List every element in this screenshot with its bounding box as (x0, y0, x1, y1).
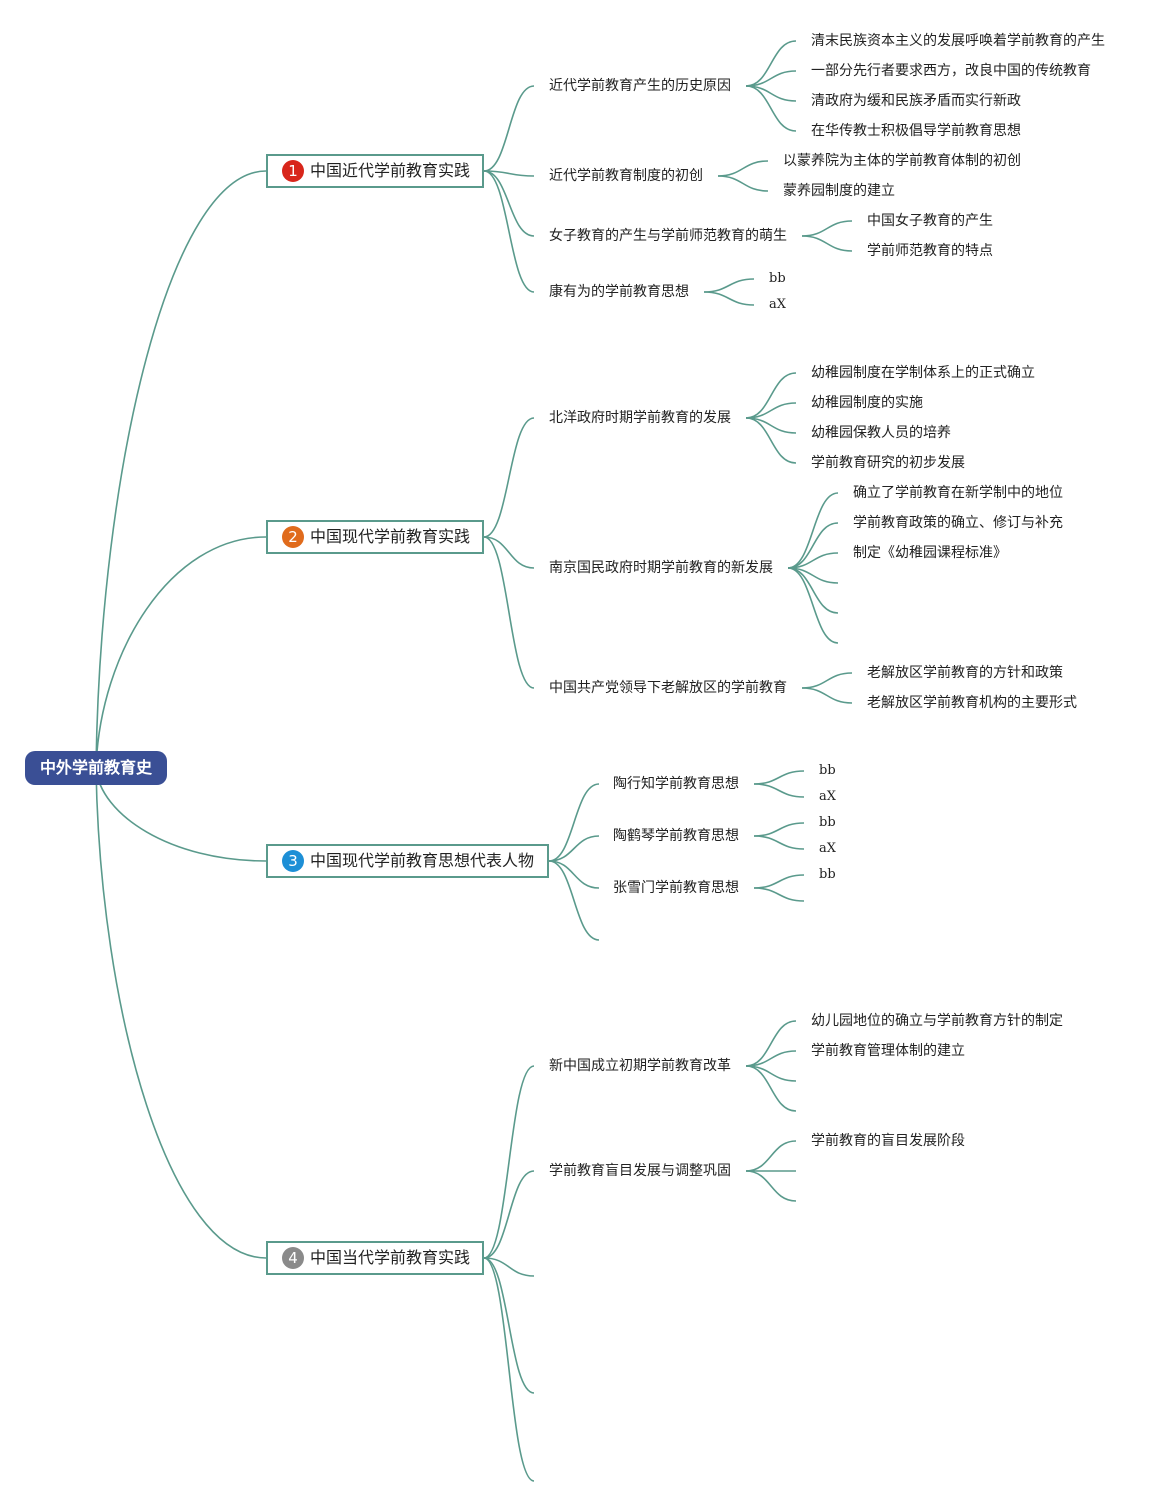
leaf-3-2-2[interactable]: aX (819, 841, 837, 856)
branch-3-topic[interactable]: 3 中国现代学前教育思想代表人物 (266, 844, 549, 878)
link-b1s3-2 (801, 235, 853, 252)
leaf-2-2-2[interactable]: 学前教育政策的确立、修订与补充 (853, 515, 1063, 531)
link-b1-3 (483, 170, 535, 237)
link-b4-5 (483, 1257, 535, 1482)
link-b3-4 (548, 860, 600, 941)
subtopic-2-1[interactable]: 北洋政府时期学前教育的发展 (549, 410, 731, 426)
subtopic-3-2[interactable]: 陶鹤琴学前教育思想 (613, 828, 739, 844)
leaf-4-1-2[interactable]: 学前教育管理体制的建立 (811, 1043, 965, 1059)
branch-1-topic[interactable]: 1 中国近代学前教育实践 (266, 154, 484, 188)
branch-4-topic[interactable]: 4 中国当代学前教育实践 (266, 1241, 484, 1275)
link-b4-4 (483, 1257, 535, 1394)
link-b3s2-1 (753, 822, 805, 837)
link-b1-1 (483, 85, 535, 172)
link-b2-1 (483, 417, 535, 538)
link-b2s1-1 (745, 372, 797, 419)
link-b4s2-3 (745, 1170, 797, 1202)
link-b1-2 (483, 170, 535, 177)
leaf-1-1-4[interactable]: 在华传教士积极倡导学前教育思想 (811, 123, 1021, 139)
leaf-4-1-1[interactable]: 幼儿园地位的确立与学前教育方针的制定 (811, 1013, 1063, 1029)
link-b1s1-1 (745, 40, 797, 87)
subtopic-1-2[interactable]: 近代学前教育制度的初创 (549, 168, 703, 184)
link-b2s2-1 (787, 492, 839, 569)
leaf-1-1-1[interactable]: 清末民族资本主义的发展呼唤着学前教育的产生 (811, 33, 1105, 49)
link-b3-2 (548, 835, 600, 862)
link-root-b3 (95, 767, 267, 862)
leaf-1-4-1[interactable]: bb (769, 271, 786, 286)
subtopic-3-1[interactable]: 陶行知学前教育思想 (613, 776, 739, 792)
root-topic[interactable]: 中外学前教育史 (25, 751, 167, 785)
number-1-icon: 1 (282, 160, 304, 182)
link-b2-3 (483, 536, 535, 689)
link-b4s2-1 (745, 1140, 797, 1172)
link-b1s2-2 (717, 175, 769, 192)
branch-1-label: 中国近代学前教育实践 (310, 161, 471, 180)
link-root-b2 (95, 536, 267, 769)
leaf-3-1-1[interactable]: bb (819, 763, 836, 778)
leaf-2-1-1[interactable]: 幼稚园制度在学制体系上的正式确立 (811, 365, 1035, 381)
link-b4-2 (483, 1170, 535, 1259)
number-2-icon: 2 (282, 526, 304, 548)
branch-3-label: 中国现代学前教育思想代表人物 (310, 851, 535, 870)
link-b1-4 (483, 170, 535, 293)
link-b1s1-4 (745, 85, 797, 132)
leaf-1-3-2[interactable]: 学前师范教育的特点 (867, 243, 993, 259)
subtopic-3-3[interactable]: 张雪门学前教育思想 (613, 880, 739, 896)
branch-4-label: 中国当代学前教育实践 (310, 1248, 471, 1267)
link-b3s1-2 (753, 783, 805, 798)
link-b3-3 (548, 860, 600, 889)
leaf-2-3-1[interactable]: 老解放区学前教育的方针和政策 (867, 665, 1063, 681)
leaf-3-3-1[interactable]: bb (819, 867, 836, 882)
number-4-icon: 4 (282, 1247, 304, 1269)
link-b3s2-2 (753, 835, 805, 850)
leaf-1-2-1[interactable]: 以蒙养院为主体的学前教育体制的初创 (783, 153, 1021, 169)
link-b4s1-4 (745, 1065, 797, 1112)
leaf-3-1-2[interactable]: aX (819, 789, 837, 804)
link-b3-1 (548, 783, 600, 862)
link-b2s2-2 (787, 522, 839, 569)
leaf-1-1-2[interactable]: 一部分先行者要求西方，改良中国的传统教育 (811, 63, 1091, 79)
leaf-1-4-2[interactable]: aX (769, 297, 787, 312)
link-b4-3 (483, 1257, 535, 1277)
number-3-icon: 3 (282, 850, 304, 872)
leaf-1-2-2[interactable]: 蒙养园制度的建立 (783, 183, 895, 199)
leaf-1-3-1[interactable]: 中国女子教育的产生 (867, 213, 993, 229)
branch-2-label: 中国现代学前教育实践 (310, 527, 471, 546)
subtopic-1-3[interactable]: 女子教育的产生与学前师范教育的萌生 (549, 228, 787, 244)
leaf-2-2-3[interactable]: 制定《幼稚园课程标准》 (853, 545, 1007, 561)
link-b3s3-2 (753, 887, 805, 902)
leaf-2-2-1[interactable]: 确立了学前教育在新学制中的地位 (853, 485, 1063, 501)
subtopic-2-2[interactable]: 南京国民政府时期学前教育的新发展 (549, 560, 773, 576)
link-b4-1 (483, 1065, 535, 1259)
link-b2s2-6 (787, 567, 839, 644)
link-root-b4 (95, 767, 267, 1259)
leaf-1-1-3[interactable]: 清政府为缓和民族矛盾而实行新政 (811, 93, 1021, 109)
leaf-3-2-1[interactable]: bb (819, 815, 836, 830)
link-b1s3-1 (801, 220, 853, 237)
link-b1s4-2 (703, 291, 755, 306)
subtopic-4-1[interactable]: 新中国成立初期学前教育改革 (549, 1058, 731, 1074)
leaf-2-1-4[interactable]: 学前教育研究的初步发展 (811, 455, 965, 471)
leaf-2-3-2[interactable]: 老解放区学前教育机构的主要形式 (867, 695, 1077, 711)
link-b1s2-1 (717, 160, 769, 177)
link-b4s1-1 (745, 1020, 797, 1067)
link-b2s3-2 (801, 687, 853, 704)
link-b3s3-1 (753, 874, 805, 889)
link-b2-2 (483, 536, 535, 569)
subtopic-1-1[interactable]: 近代学前教育产生的历史原因 (549, 78, 731, 94)
subtopic-2-3[interactable]: 中国共产党领导下老解放区的学前教育 (549, 680, 787, 696)
link-b1s4-1 (703, 278, 755, 293)
link-root-b1 (95, 170, 267, 769)
subtopic-4-2[interactable]: 学前教育盲目发展与调整巩固 (549, 1163, 731, 1179)
leaf-4-2-1[interactable]: 学前教育的盲目发展阶段 (811, 1133, 965, 1149)
leaf-2-1-2[interactable]: 幼稚园制度的实施 (811, 395, 923, 411)
link-b2s1-4 (745, 417, 797, 464)
link-b3s1-1 (753, 770, 805, 785)
branch-2-topic[interactable]: 2 中国现代学前教育实践 (266, 520, 484, 554)
link-b2s3-1 (801, 672, 853, 689)
subtopic-1-4[interactable]: 康有为的学前教育思想 (549, 284, 689, 300)
leaf-2-1-3[interactable]: 幼稚园保教人员的培养 (811, 425, 951, 441)
